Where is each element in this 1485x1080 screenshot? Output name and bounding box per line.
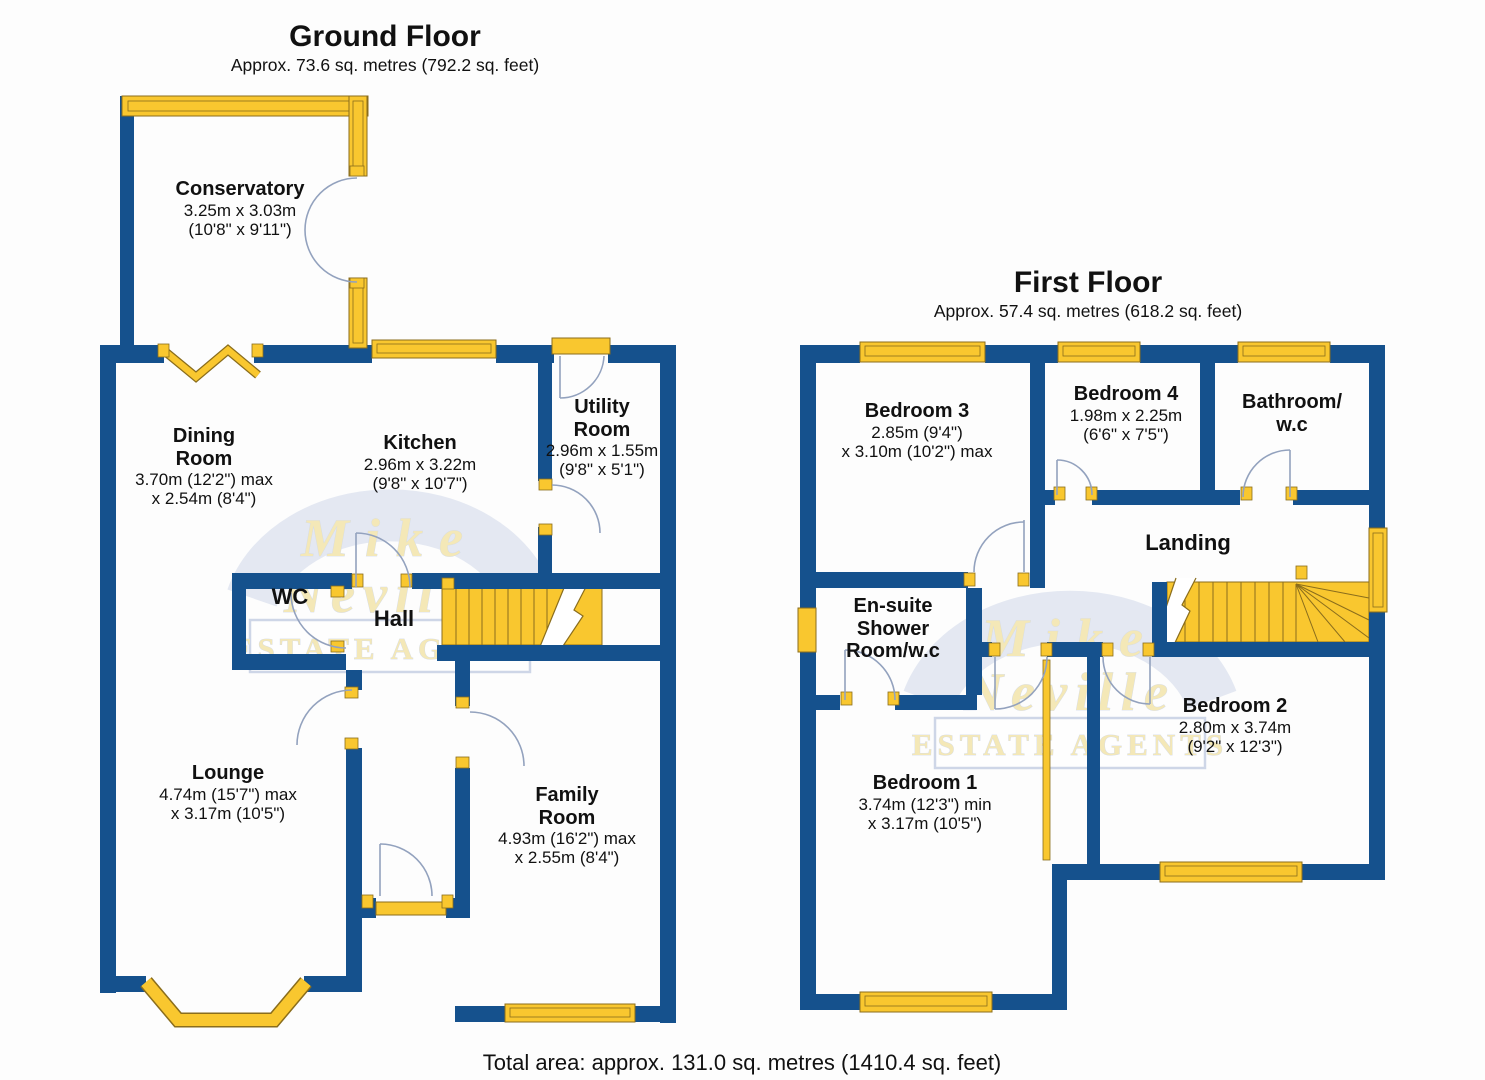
bedroom3-window (859, 341, 986, 363)
bay-window (141, 978, 311, 1026)
ground-floor-stairs (441, 582, 603, 650)
label-conservatory: Conservatory 3.25m x 3.03m (10'8" x 9'11… (175, 178, 305, 239)
front-door-swing (379, 843, 433, 897)
label-landing: Landing (1145, 530, 1231, 555)
bathroom-door-swing (1242, 449, 1291, 498)
bedroom4-window (1057, 341, 1141, 363)
watermark-name-line1: Mike (300, 508, 479, 568)
conservatory-french-door-top (304, 177, 358, 231)
watermark-name-line2: Neville (963, 662, 1176, 722)
conservatory-french-door-bottom (304, 229, 358, 283)
stair-break-symbol (539, 583, 588, 649)
wardrobe-sliding-door (1042, 659, 1051, 861)
back-door (551, 337, 611, 355)
label-bedroom-1: Bedroom 1 3.74m (12'3") min x 3.17m (10'… (858, 772, 992, 833)
ground-floor-subtitle: Approx. 73.6 sq. metres (792.2 sq. feet) (230, 55, 540, 75)
bedroom2-door-swing (1102, 656, 1151, 705)
ground-floor-plan: Mike Neville ESTATE AGENTS (100, 95, 676, 1028)
wc-door-swing (290, 592, 347, 649)
family-room-window (504, 1003, 636, 1023)
label-kitchen: Kitchen 2.96m x 3.22m (9'8" x 10'7") (363, 432, 477, 493)
ensuite-window (797, 607, 817, 653)
lounge-door-swing (296, 689, 353, 746)
bedroom3-door-swing (973, 521, 1025, 573)
front-door (375, 901, 447, 916)
dining-hall-door-swing (355, 532, 411, 588)
landing-window (1368, 527, 1388, 613)
label-bedroom-2: Bedroom 2 2.80m x 3.74m (9'2" x 12'3") (1178, 695, 1292, 756)
label-dining-room: Dining Room 3.70m (12'2") max x 2.54m (8… (135, 425, 273, 509)
family-room-door-swing (469, 711, 525, 767)
first-floor-stairs (1151, 577, 1370, 650)
label-bathroom: Bathroom/ w.c (1242, 391, 1342, 436)
first-floor-title: First Floor (1013, 266, 1163, 299)
kitchen-window (371, 339, 497, 359)
bedroom2-window (1159, 861, 1303, 883)
ground-floor-door-swings (290, 177, 605, 897)
first-floor-windows (797, 341, 1388, 1013)
first-floor-door-swings (844, 449, 1291, 710)
label-bedroom-3: Bedroom 3 2.85m (9'4") x 3.10m (10'2") m… (841, 400, 993, 461)
label-family-room: Family Room 4.93m (16'2") max x 2.55m (8… (498, 784, 636, 868)
concertina-door (159, 345, 261, 382)
watermark-name-line1: Mike (980, 608, 1159, 668)
utility-back-door-swing (559, 355, 605, 399)
label-wc: WC (271, 584, 309, 609)
first-floor-plan: Mike Neville ESTATE AGENTS (797, 341, 1388, 1013)
ground-floor-door-jambs (157, 165, 553, 909)
bedroom1-window (859, 991, 993, 1013)
label-lounge: Lounge 4.74m (15'7") max x 3.17m (10'5") (159, 762, 297, 823)
label-ensuite: En-suite Shower Room/w.c (846, 595, 940, 663)
watermark-banner: ESTATE AGENTS (912, 727, 1228, 762)
ground-floor-windows (121, 95, 636, 1028)
label-bedroom-4: Bedroom 4 1.98m x 2.25m (6'6" x 7'5") (1069, 383, 1183, 444)
utility-door-swing (551, 484, 601, 534)
ground-floor-title: Ground Floor (289, 20, 481, 53)
first-floor-subtitle: Approx. 57.4 sq. metres (618.2 sq. feet) (933, 301, 1243, 321)
label-utility-room: Utility Room 2.96m x 1.55m (9'8" x 5'1") (545, 396, 659, 480)
bathroom-window (1237, 341, 1331, 363)
bedroom4-door-swing (1056, 459, 1093, 496)
ensuite-door-swing (844, 649, 896, 701)
label-hall: Hall (373, 606, 415, 631)
ground-floor-walls (100, 96, 676, 1023)
total-area-text: Total area: approx. 131.0 sq. metres (14… (482, 1050, 1002, 1075)
estate-agent-watermark-first: Mike Neville ESTATE AGENTS (903, 590, 1237, 770)
bedroom1-door-swing (994, 656, 1048, 710)
